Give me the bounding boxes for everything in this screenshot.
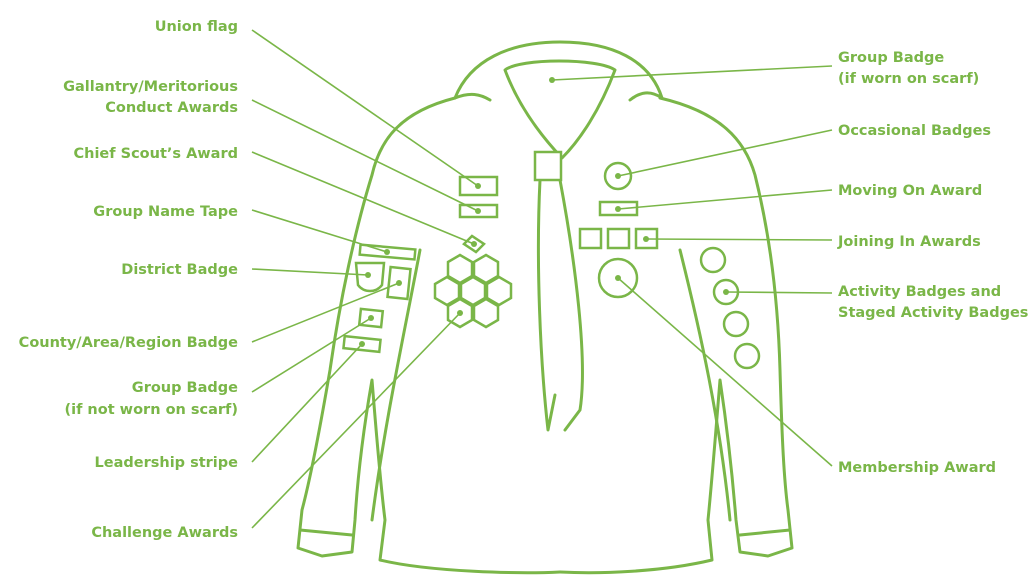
leader-joining-in <box>646 239 832 240</box>
leader-group-badge-sleeve <box>252 318 371 392</box>
leader-membership <box>618 278 832 466</box>
dot-county <box>396 280 402 286</box>
label-group-badge-sleeve-line2: (if not worn on scarf) <box>64 402 238 418</box>
activity-badge-circle <box>735 344 759 368</box>
labels-right: Group Badge (if worn on scarf) Occasiona… <box>837 50 1028 476</box>
leader-group-name-tape <box>252 210 387 252</box>
label-group-name-tape: Group Name Tape <box>93 204 238 220</box>
leader-group-badge-scarf <box>552 66 832 80</box>
leader-moving-on <box>618 190 832 209</box>
scarf-body <box>505 61 615 158</box>
label-gallantry-line2: Conduct Awards <box>105 100 238 116</box>
left-cuff <box>300 530 352 535</box>
labels-left: Union flag Gallantry/Meritorious Conduct… <box>19 19 238 541</box>
label-group-badge-scarf-line1: Group Badge <box>838 50 944 66</box>
challenge-awards-hexes <box>435 255 511 327</box>
label-activity-badges-line2: Staged Activity Badges <box>838 305 1028 321</box>
shirt-collar <box>455 42 662 100</box>
dot-union-flag <box>475 183 481 189</box>
leader-leadership-stripe <box>252 344 362 462</box>
scarf-left-tail <box>538 180 555 430</box>
activity-badge-circle <box>701 248 725 272</box>
leader-district <box>252 269 368 275</box>
label-leadership-stripe: Leadership stripe <box>95 455 239 471</box>
badges <box>343 163 759 368</box>
label-district-badge: District Badge <box>121 262 238 278</box>
leader-lines <box>252 30 832 528</box>
shirt-collar-left <box>455 94 490 100</box>
joining-in-award-1 <box>580 229 601 248</box>
shirt-left-side <box>298 98 560 573</box>
dot-leadership-stripe <box>359 341 365 347</box>
dot-membership <box>615 275 621 281</box>
dot-occasional <box>615 173 621 179</box>
dot-activity <box>723 289 729 295</box>
leader-activity <box>726 292 832 293</box>
dot-group-badge-scarf <box>549 77 555 83</box>
activity-badge-circle <box>724 312 748 336</box>
label-county-badge: County/Area/Region Badge <box>19 335 238 351</box>
woggle <box>535 152 561 180</box>
label-moving-on-award: Moving On Award <box>838 183 982 199</box>
dot-gallantry <box>475 208 481 214</box>
dot-moving-on <box>615 206 621 212</box>
dot-chief-scout <box>471 241 477 247</box>
dot-district <box>365 272 371 278</box>
label-challenge-awards: Challenge Awards <box>91 525 238 541</box>
joining-in-award-2 <box>608 229 629 248</box>
label-chief-scout: Chief Scout’s Award <box>74 146 239 162</box>
label-union-flag: Union flag <box>155 19 238 35</box>
dot-joining-in <box>643 236 649 242</box>
dot-group-name-tape <box>384 249 390 255</box>
label-activity-badges-line1: Activity Badges and <box>838 284 1001 300</box>
scarf-right-tail <box>560 180 582 430</box>
shirt-right-side <box>560 98 792 573</box>
label-occasional-badges: Occasional Badges <box>838 123 991 139</box>
leader-union-flag <box>252 30 478 186</box>
dot-group-badge-sleeve <box>368 315 374 321</box>
label-group-badge-scarf-line2: (if worn on scarf) <box>838 71 979 87</box>
leader-occasional <box>618 130 832 176</box>
label-gallantry-line1: Gallantry/Meritorious <box>63 79 238 95</box>
right-cuff <box>740 530 790 535</box>
challenge-hex <box>474 299 498 327</box>
label-joining-in-awards: Joining In Awards <box>837 234 981 250</box>
shirt-outline <box>298 42 792 573</box>
label-group-badge-sleeve-line1: Group Badge <box>132 380 238 396</box>
leader-chief-scout <box>252 152 474 244</box>
label-membership-award: Membership Award <box>838 460 996 476</box>
dot-challenge-awards <box>457 310 463 316</box>
